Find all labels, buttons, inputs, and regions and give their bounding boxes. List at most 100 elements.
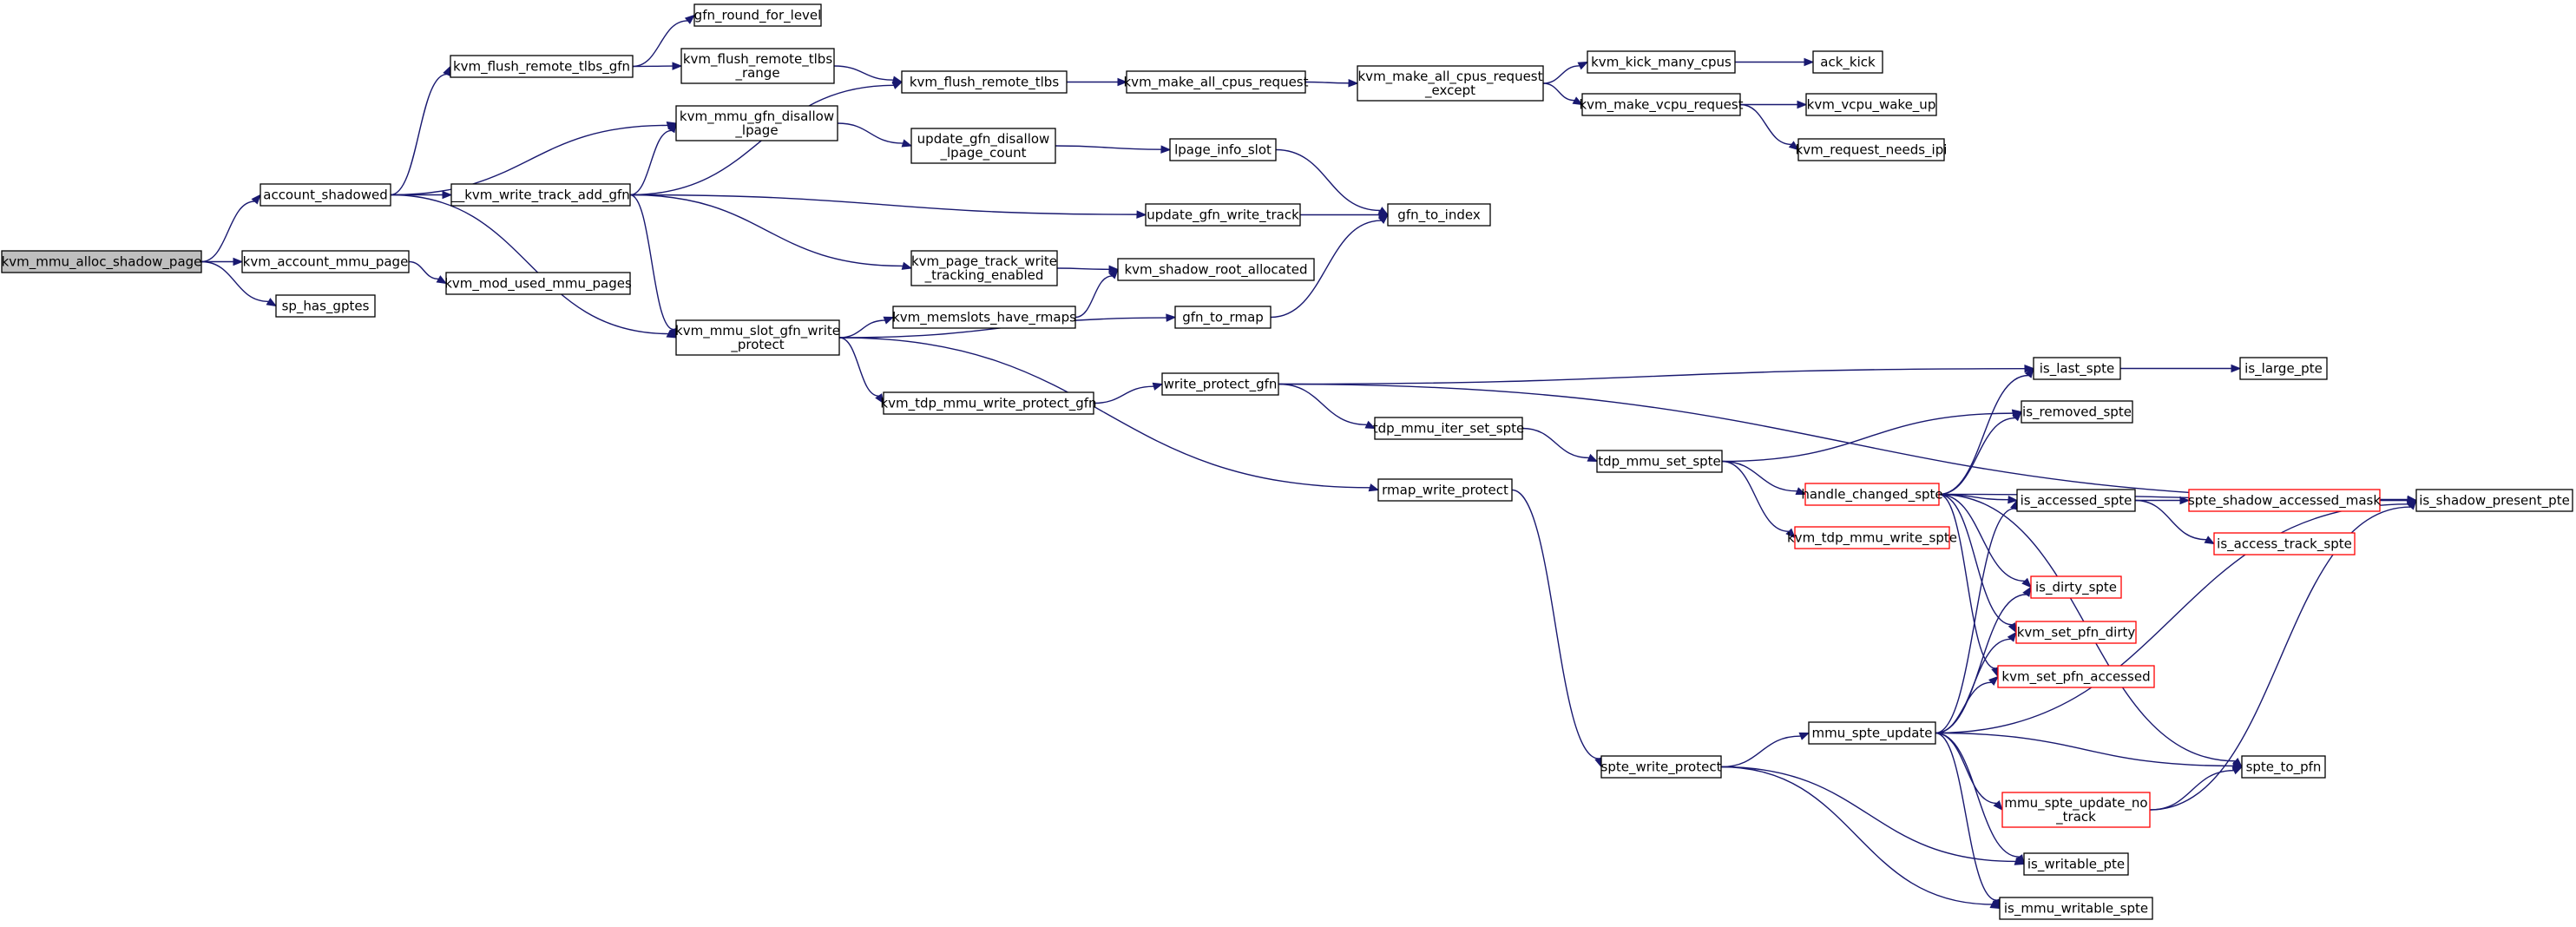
node-kvm-mmu-slot-gfn-write-protect[interactable]: kvm_mmu_slot_gfn_write_protect xyxy=(675,319,840,356)
node-lpage-info-slot[interactable]: lpage_info_slot xyxy=(1169,138,1277,161)
node-kvm-mod-used-mmu-pages[interactable]: kvm_mod_used_mmu_pages xyxy=(444,272,632,295)
node-label: is_removed_spte xyxy=(2022,404,2132,421)
node-label: kvm_set_pfn_accessed xyxy=(2001,669,2150,686)
node-label: lpage_info_slot xyxy=(1174,142,1272,159)
node-kvm-tdp-mmu-write-spte[interactable]: kvm_tdp_mmu_write_spte xyxy=(1787,526,1957,549)
node-is-dirty-spte[interactable]: is_dirty_spte xyxy=(2030,575,2122,599)
node-kvm-set-pfn-accessed[interactable]: kvm_set_pfn_accessed xyxy=(1997,665,2155,688)
node-kvm-make-all-cpus-request[interactable]: kvm_make_all_cpus_request xyxy=(1124,70,1309,94)
node-label: spte_shadow_accessed_mask xyxy=(2188,493,2381,510)
node-box xyxy=(2001,792,2151,828)
node-label: kvm_tdp_mmu_write_protect_gfn xyxy=(880,396,1096,412)
node-label: tdp_mmu_iter_set_spte xyxy=(1373,421,1524,437)
node-mmu-spte-update-no-track[interactable]: mmu_spte_update_no_track xyxy=(2001,792,2151,828)
node-mmu-spte-update[interactable]: mmu_spte_update xyxy=(1808,721,1936,745)
node-account-shadowed[interactable]: account_shadowed xyxy=(260,183,391,207)
node-label: kvm_kick_many_cpus xyxy=(1591,55,1732,71)
edge-kvm-make-vcpu-request-to-kvm-vcpu-wake-up xyxy=(1740,100,1808,109)
node-box xyxy=(450,183,631,207)
node-ack-kick[interactable]: ack_kick xyxy=(1812,50,1883,74)
edge-handle-changed-spte-to-kvm-set-pfn-accessed xyxy=(1938,493,2000,678)
node-gfn-to-index[interactable]: gfn_to_index xyxy=(1387,203,1491,227)
node-kvm-memslots-have-rmaps[interactable]: kvm_memslots_have_rmaps xyxy=(892,306,1076,329)
node-kvm-mmu-alloc-shadow-page[interactable]: kvm_mmu_alloc_shadow_page xyxy=(1,250,202,273)
edge-kvm-flush-remote-tlbs-gfn-to-kvm-flush-remote-tlbs-range xyxy=(632,62,683,70)
edge-spte-write-protect-to-mmu-spte-update xyxy=(1720,732,1810,768)
edge-update-gfn-write-track-to-gfn-to-index xyxy=(1300,210,1390,220)
node-kvm-flush-remote-tlbs[interactable]: kvm_flush_remote_tlbs xyxy=(901,70,1068,94)
edge-mmu-spte-update-to-is-mmu-writable-spte xyxy=(1935,732,2001,910)
node-box xyxy=(2033,357,2121,380)
node-box xyxy=(1794,526,1950,549)
node-update-gfn-write-track[interactable]: update_gfn_write_track xyxy=(1145,203,1301,227)
node-spte-to-pfn[interactable]: spte_to_pfn xyxy=(2241,755,2326,779)
node-is-removed-spte[interactable]: is_removed_spte xyxy=(2021,400,2133,424)
edge-is-accessed-spte-to-is-access-track-spte xyxy=(2134,499,2216,545)
node-kvm-shadow-root-allocated[interactable]: kvm_shadow_root_allocated xyxy=(1117,258,1315,281)
node-box xyxy=(675,105,838,141)
edge-kvm-flush-remote-tlbs-range-to-kvm-flush-remote-tlbs xyxy=(833,65,904,84)
node-label: tdp_mmu_set_spte xyxy=(1598,454,1721,470)
node-gfn-round-for-level[interactable]: gfn_round_for_level xyxy=(693,3,822,27)
node-kvm-request-needs-ipi[interactable]: kvm_request_needs_ipi xyxy=(1796,138,1948,161)
node-box xyxy=(2213,532,2356,556)
node-is-writable-pte[interactable]: is_writable_pte xyxy=(2023,852,2129,876)
node-box xyxy=(1596,450,1723,473)
edge-tdp-mmu-iter-set-spte-to-tdp-mmu-set-spte xyxy=(1521,427,1599,463)
node-sp-has-gptes[interactable]: sp_has_gptes xyxy=(275,294,376,318)
edge-account-shadowed-to-kvm-mmu-slot-gfn-write-protect xyxy=(390,194,678,339)
node-kvm-mmu-gfn-disallow-lpage[interactable]: kvm_mmu_gfn_disallow_lpage xyxy=(675,105,838,141)
edge-rmap-write-protect-to-spte-write-protect xyxy=(1511,489,1603,768)
node-kvm-make-vcpu-request[interactable]: kvm_make_vcpu_request xyxy=(1579,93,1744,116)
edge-kvm-memslots-have-rmaps-to-kvm-shadow-root-allocated xyxy=(1074,268,1119,319)
node-is-mmu-writable-spte[interactable]: is_mmu_writable_spte xyxy=(1999,897,2153,920)
node-label: _lpage xyxy=(734,122,778,139)
edge-mmu-spte-update-no-track-to-is-shadow-present-pte xyxy=(2149,499,2417,811)
node-box xyxy=(1374,417,1523,440)
edge-tdp-mmu-set-spte-to-kvm-tdp-mmu-write-spte xyxy=(1721,460,1796,539)
edge-handle-changed-spte-to-is-last-spte xyxy=(1938,367,2034,496)
node-spte-shadow-accessed-mask[interactable]: spte_shadow_accessed_mask xyxy=(2188,489,2381,512)
node-box xyxy=(260,183,391,207)
node-box xyxy=(2021,400,2133,424)
edge-kvm-write-track-add-gfn-to-update-gfn-write-track xyxy=(629,194,1147,219)
node-box xyxy=(1377,478,1513,502)
node-kvm-flush-remote-tlbs-gfn[interactable]: kvm_flush_remote_tlbs_gfn xyxy=(450,55,634,78)
node-label: gfn_round_for_level xyxy=(694,8,822,24)
node-handle-changed-spte[interactable]: handle_changed_spte xyxy=(1801,483,1943,506)
node-kvm-kick-many-cpus[interactable]: kvm_kick_many_cpus xyxy=(1587,50,1736,74)
node-kvm-make-all-cpus-request-except[interactable]: kvm_make_all_cpus_request_except xyxy=(1357,65,1544,102)
node-kvm-account-mmu-page[interactable]: kvm_account_mmu_page xyxy=(241,250,410,273)
edge-mmu-spte-update-to-kvm-set-pfn-accessed xyxy=(1935,675,1999,734)
node-kvm-flush-remote-tlbs-range[interactable]: kvm_flush_remote_tlbs_range xyxy=(680,48,835,84)
node-kvm-vcpu-wake-up[interactable]: kvm_vcpu_wake_up xyxy=(1805,93,1937,116)
node-kvm-set-pfn-dirty[interactable]: kvm_set_pfn_dirty xyxy=(2015,621,2137,644)
node-kvm-tdp-mmu-write-protect-gfn[interactable]: kvm_tdp_mmu_write_protect_gfn xyxy=(880,391,1097,415)
node-box xyxy=(1126,70,1306,94)
edge-kvm-make-vcpu-request-to-kvm-request-needs-ipi xyxy=(1739,103,1800,151)
edge-kvm-make-all-cpus-request-to-kvm-make-all-cpus-request-except xyxy=(1304,79,1359,88)
node-tdp-mmu-iter-set-spte[interactable]: tdp_mmu_iter_set_spte xyxy=(1373,417,1524,440)
node-tdp-mmu-set-spte[interactable]: tdp_mmu_set_spte xyxy=(1596,450,1723,473)
node-gfn-to-rmap[interactable]: gfn_to_rmap xyxy=(1174,306,1272,329)
node-label: rmap_write_protect xyxy=(1382,483,1508,499)
node-label: is_last_spte xyxy=(2040,361,2114,378)
edge-kvm-write-track-add-gfn-to-kvm-mmu-slot-gfn-write-protect xyxy=(629,194,678,339)
node-kvm-page-track-write-tracking-enabled[interactable]: kvm_page_track_write_tracking_enabled xyxy=(910,250,1058,286)
node-box xyxy=(2188,489,2381,512)
node-is-access-track-spte[interactable]: is_access_track_spte xyxy=(2213,532,2356,556)
node-label: is_writable_pte xyxy=(2027,857,2125,873)
node-is-accessed-spte[interactable]: is_accessed_spte xyxy=(2016,489,2136,512)
node-is-last-spte[interactable]: is_last_spte xyxy=(2033,357,2121,380)
node-write-protect-gfn[interactable]: write_protect_gfn xyxy=(1161,372,1279,396)
node-label: handle_changed_spte xyxy=(1801,487,1942,503)
edge-mmu-spte-update-to-is-writable-pte xyxy=(1935,732,2025,865)
node-is-shadow-present-pte[interactable]: is_shadow_present_pte xyxy=(2415,489,2573,512)
node-box xyxy=(1581,93,1741,116)
node-rmap-write-protect[interactable]: rmap_write_protect xyxy=(1377,478,1513,502)
node-update-gfn-disallow-lpage-count[interactable]: update_gfn_disallow_lpage_count xyxy=(910,128,1056,164)
node-is-large-pte[interactable]: is_large_pte xyxy=(2239,357,2328,380)
node-kvm-write-track-add-gfn[interactable]: __kvm_write_track_add_gfn xyxy=(450,183,631,207)
node-box xyxy=(1,250,202,273)
node-spte-write-protect[interactable]: spte_write_protect xyxy=(1600,755,1722,779)
